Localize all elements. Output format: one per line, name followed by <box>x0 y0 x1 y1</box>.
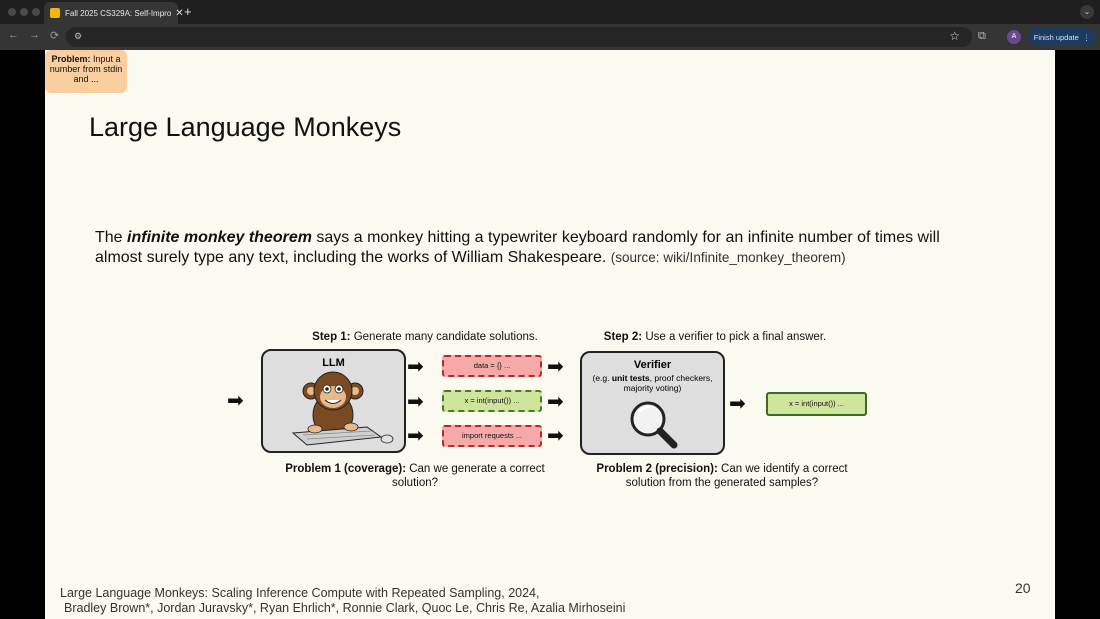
arrow-right-icon: ➡ <box>407 425 424 447</box>
arrow-right-icon: ➡ <box>407 356 424 378</box>
problem2-text: Can we identify a correct solution from … <box>625 463 848 489</box>
address-bar[interactable]: ⚙ ☆ <box>66 27 972 47</box>
step2-caption: Step 2: Use a verifier to pick a final a… <box>565 330 865 344</box>
magnifying-glass-icon <box>630 401 678 449</box>
problem2-bold: Problem 2 (precision): <box>596 463 718 475</box>
browser-toolbar: ← → ⟳ ⚙ ☆ <box>0 24 1100 50</box>
minimize-window-button[interactable] <box>20 8 28 16</box>
chevron-down-icon[interactable]: ⌄ <box>1080 5 1094 19</box>
intro-emphasis: infinite monkey theorem <box>127 229 312 246</box>
arrow-right-icon: ➡ <box>729 393 746 415</box>
intro-source: (source: wiki/Infinite_monkey_theorem) <box>610 250 846 265</box>
forward-arrow-icon[interactable]: → <box>29 29 40 41</box>
slide-page-number: 20 <box>1015 580 1031 596</box>
close-window-button[interactable] <box>8 8 16 16</box>
problem-box: Problem: Input a number from stdin and .… <box>45 50 127 93</box>
intro-paragraph: The infinite monkey theorem says a monke… <box>95 228 975 268</box>
problem2-caption: Problem 2 (precision): Can we identify a… <box>590 462 854 490</box>
verifier-sub-bold: unit tests <box>611 373 650 383</box>
bookmark-star-icon[interactable]: ☆ <box>949 29 960 43</box>
step2-bold: Step 2: <box>603 331 643 343</box>
intro-pre: The <box>95 229 128 246</box>
step2-text: Use a verifier to pick a final answer. <box>642 331 827 343</box>
verifier-sub-pre: (e.g. <box>592 373 612 383</box>
problem-bold: Problem: <box>51 54 91 64</box>
final-answer-box: x = int(input()) ... <box>766 392 867 416</box>
candidate-incorrect: import requests ... <box>442 425 542 447</box>
citation-line-2: Bradley Brown*, Jordan Juravsky*, Ryan E… <box>64 601 626 615</box>
monkey-typing-icon <box>291 371 394 446</box>
llm-label: LLM <box>322 357 345 369</box>
candidate-correct: x = int(input()) ... <box>442 390 542 412</box>
llm-box: LLM <box>261 349 406 453</box>
back-arrow-icon[interactable]: ← <box>8 29 19 41</box>
citation-line-1: Large Language Monkeys: Scaling Inferenc… <box>60 586 540 600</box>
candidate-incorrect: data = {} ... <box>442 355 542 377</box>
verifier-box: Verifier (e.g. unit tests, proof checker… <box>580 351 725 455</box>
browser-tab-strip: Fall 2025 CS329A: Self-Impro ✕ + ⌄ <box>0 0 1100 24</box>
step1-text: Generate many candidate solutions. <box>350 331 538 343</box>
maximize-window-button[interactable] <box>32 8 40 16</box>
arrow-right-icon: ➡ <box>407 391 424 413</box>
reload-icon[interactable]: ⟳ <box>50 30 60 42</box>
problem1-text: Can we generate a correct solution? <box>391 463 545 489</box>
arrow-right-icon: ➡ <box>547 391 564 413</box>
browser-tab[interactable]: Fall 2025 CS329A: Self-Impro ✕ <box>44 2 184 24</box>
step1-bold: Step 1: <box>312 331 351 343</box>
finish-update-label: Finish update <box>1033 32 1079 42</box>
slide: Large Language Monkeys The infinite monk… <box>45 50 1055 619</box>
problem-text: Input a number from stdin and ... <box>49 54 123 84</box>
problem1-bold: Problem 1 (coverage): <box>285 463 407 475</box>
citation: Large Language Monkeys: Scaling Inferenc… <box>60 586 625 616</box>
arrow-right-icon: ➡ <box>547 425 564 447</box>
slides-favicon-icon <box>50 8 60 18</box>
kebab-menu-icon: ⋮ <box>1082 32 1091 42</box>
tab-title: Fall 2025 CS329A: Self-Impro <box>65 8 172 18</box>
arrow-right-icon: ➡ <box>227 390 244 412</box>
verifier-sub-post: , proof checkers, majority voting) <box>623 373 713 393</box>
arrow-right-icon: ➡ <box>547 356 564 378</box>
profile-avatar[interactable]: A <box>1007 30 1021 44</box>
extensions-icon[interactable]: ⧉ <box>978 30 986 42</box>
verifier-subtitle: (e.g. unit tests, proof checkers, majori… <box>582 373 723 393</box>
step1-caption: Step 1: Generate many candidate solution… <box>275 330 575 344</box>
new-tab-button[interactable]: + <box>184 4 192 19</box>
tab-close-icon[interactable]: ✕ <box>175 7 184 19</box>
verifier-title: Verifier <box>633 359 672 371</box>
intro-post: says a monkey hitting a typewriter keybo… <box>95 229 940 266</box>
problem1-caption: Problem 1 (coverage): Can we generate a … <box>277 462 553 490</box>
slide-title: Large Language Monkeys <box>89 112 402 142</box>
finish-update-button[interactable]: Finish update ⋮ <box>1028 28 1096 46</box>
site-settings-icon[interactable]: ⚙ <box>74 31 83 41</box>
